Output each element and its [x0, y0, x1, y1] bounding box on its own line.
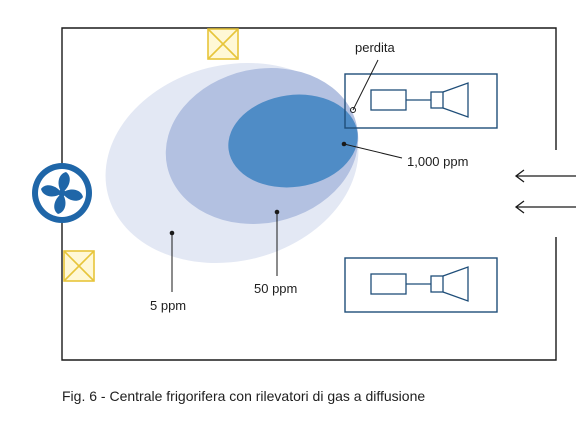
compressor-unit-lower [344, 257, 498, 313]
airflow-arrow-icon [514, 200, 576, 214]
fan-icon [32, 163, 92, 223]
leak-point [350, 107, 356, 113]
label-leak: perdita [355, 40, 396, 55]
ppm-1000-point [341, 141, 347, 147]
ppm-5-point [169, 230, 175, 236]
ppm-1000-leader [343, 143, 403, 159]
label-1000ppm: 1,000 ppm [407, 154, 468, 169]
leak-leader [352, 59, 379, 111]
figure-caption: Fig. 6 - Centrale frigorifera con rileva… [62, 388, 426, 404]
label-5ppm: 5 ppm [150, 298, 186, 313]
gas-detection-diagram: perdita 1,000 ppm 50 ppm 5 ppm [32, 27, 576, 361]
compressor-unit-upper [344, 73, 498, 129]
gas-detector-icon [63, 250, 95, 282]
airflow-arrow-icon [514, 169, 576, 183]
zone-1000ppm [228, 94, 358, 188]
label-50ppm: 50 ppm [254, 281, 297, 296]
gas-detector-icon [207, 28, 239, 60]
ppm-50-point [274, 209, 280, 215]
